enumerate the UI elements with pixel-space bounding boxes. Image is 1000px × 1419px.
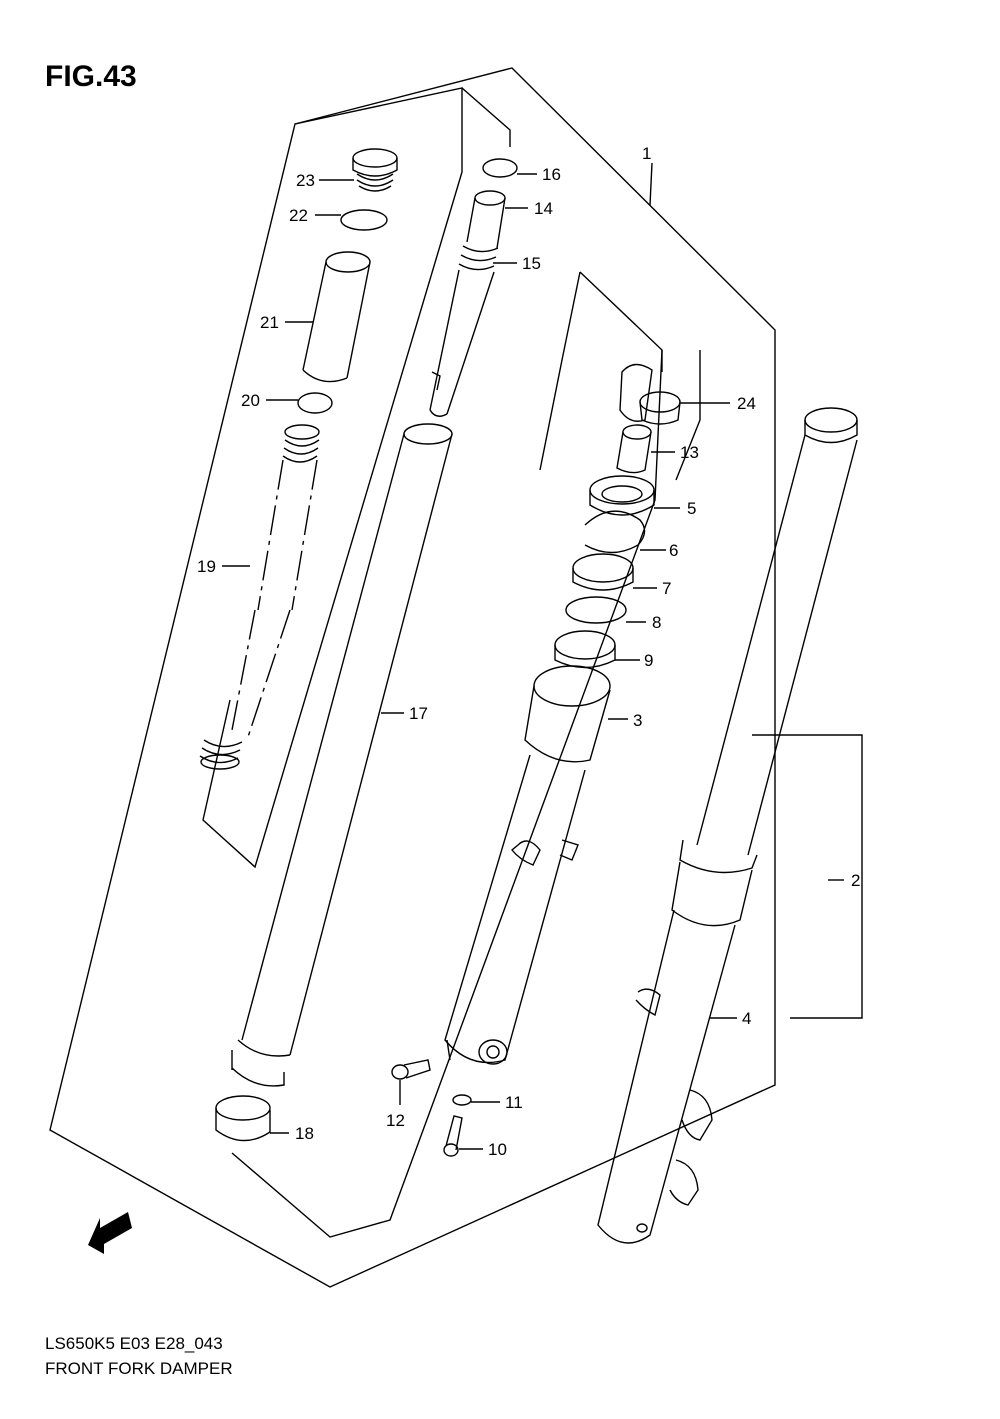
inner-tube-part	[597, 407, 858, 1244]
assembly-frame-outline	[49, 67, 776, 1288]
callout-1: 1	[642, 144, 651, 163]
spring-group-panel	[202, 87, 463, 869]
callout-10: 10	[488, 1140, 507, 1159]
panel-edge-top	[461, 87, 511, 147]
callout-4: 4	[742, 1009, 751, 1028]
callout-21: 21	[260, 313, 279, 332]
drain-bolt-part	[391, 1059, 431, 1080]
damper-rod-part	[429, 190, 506, 417]
callout-9: 9	[644, 651, 653, 670]
o-ring-part	[340, 209, 388, 231]
slide-metal-part	[616, 424, 652, 474]
callout-17: 17	[409, 704, 428, 723]
callout-16: 16	[542, 165, 561, 184]
callout-15: 15	[522, 254, 541, 273]
panel-edge-lower	[675, 350, 701, 481]
callout-bracket-2	[752, 734, 863, 1019]
stopper-ring-part	[584, 510, 646, 554]
callout-5: 5	[687, 499, 696, 518]
fork-spring-part	[199, 424, 320, 770]
diagram-code: LS650K5 E03 E28_043	[45, 1334, 223, 1353]
callout-13: 13	[680, 443, 699, 462]
panel-edge-inner	[539, 271, 581, 471]
panel-edge-long	[231, 349, 663, 1238]
callout-7: 7	[662, 579, 671, 598]
cap-bolt-part	[352, 148, 398, 192]
callout-22: 22	[289, 206, 308, 225]
diagram-footer: LS650K5 E03 E28_043 FRONT FORK DAMPER	[45, 1331, 233, 1381]
figure-label: FIG.43	[45, 60, 137, 93]
spacer-part	[302, 251, 371, 383]
bolt-part	[443, 1115, 463, 1157]
rod-ring-part	[482, 158, 518, 178]
diagram-title: FRONT FORK DAMPER	[45, 1359, 233, 1378]
outer-tube-part	[444, 665, 611, 1065]
callout-14: 14	[534, 199, 553, 218]
callout-8: 8	[652, 613, 661, 632]
gasket-part	[452, 1094, 472, 1106]
inner-pipe-part	[231, 423, 453, 1087]
callout-11: 11	[505, 1093, 523, 1112]
washer-part	[565, 596, 627, 624]
oil-lock-part	[619, 363, 681, 425]
spring-seat-part	[297, 392, 333, 414]
callout-3: 3	[633, 711, 642, 730]
oil-seal-part	[572, 553, 634, 591]
callout-numbers: 1 2 3 4 5 6 7 8 9 10 11 12 13 14 15 16 1…	[197, 144, 860, 1159]
callout-20: 20	[241, 391, 260, 410]
callout-24: 24	[737, 394, 756, 413]
callout-19: 19	[197, 557, 216, 576]
callout-12: 12	[386, 1111, 405, 1130]
callout-23: 23	[296, 171, 315, 190]
damper-group-panel	[579, 271, 663, 372]
callout-18: 18	[295, 1124, 314, 1143]
callout-leaders	[222, 162, 844, 1150]
callout-6: 6	[669, 541, 678, 560]
guide-metal-part	[215, 1095, 271, 1142]
dust-seal-part	[589, 475, 655, 516]
fwd-arrow-icon: FWD	[88, 1212, 132, 1254]
callout-2: 2	[851, 871, 860, 890]
bushing-part	[554, 630, 616, 669]
